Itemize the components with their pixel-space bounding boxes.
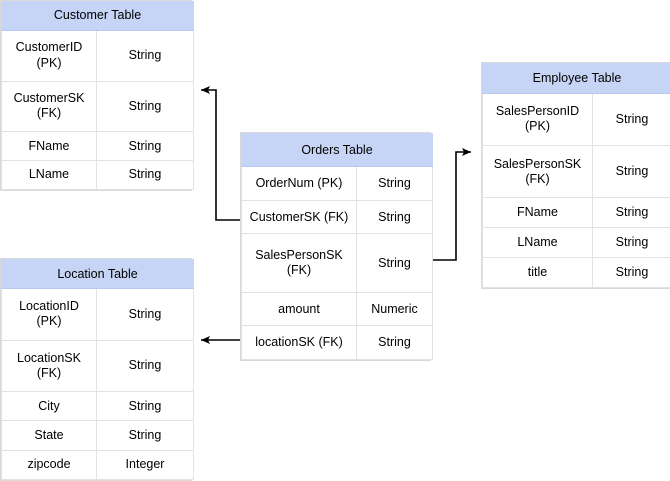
field-type: String	[357, 234, 433, 293]
table-row[interactable]: State String	[2, 421, 194, 450]
field-name: State	[2, 421, 97, 450]
entity-location-table[interactable]: Location Table LocationID (PK) String Lo…	[0, 258, 192, 481]
field-type: String	[97, 289, 194, 340]
table-row[interactable]: LocationSK (FK) String	[2, 340, 194, 391]
field-type: String	[593, 198, 670, 228]
table-row[interactable]: CustomerSK (FK) String	[242, 200, 433, 233]
field-name: City	[2, 392, 97, 421]
field-name: LocationID (PK)	[2, 289, 97, 340]
table-title-row: Customer Table	[2, 2, 194, 31]
field-name: title	[483, 258, 593, 288]
location-table-title: Location Table	[2, 260, 194, 289]
field-type: String	[97, 132, 194, 161]
table-row[interactable]: SalesPersonID (PK) String	[483, 93, 670, 145]
table-row[interactable]: CustomerID (PK) String	[2, 30, 194, 81]
customer-table-title: Customer Table	[2, 2, 194, 31]
employee-table-title: Employee Table	[483, 64, 670, 94]
table-row[interactable]: City String	[2, 392, 194, 421]
field-type: String	[593, 146, 670, 198]
field-type: String	[357, 167, 433, 200]
table-title-row: Orders Table	[242, 134, 433, 167]
table-row[interactable]: SalesPersonSK (FK) String	[483, 146, 670, 198]
field-type: String	[357, 200, 433, 233]
field-type: String	[97, 392, 194, 421]
table-row[interactable]: amount Numeric	[242, 293, 433, 326]
field-type: String	[97, 340, 194, 391]
field-name: OrderNum (PK)	[242, 167, 357, 200]
table-row[interactable]: LocationID (PK) String	[2, 289, 194, 340]
table-row[interactable]: OrderNum (PK) String	[242, 167, 433, 200]
table-row[interactable]: LName String	[2, 161, 194, 190]
field-name: FName	[483, 198, 593, 228]
field-type: String	[593, 93, 670, 145]
entity-orders-table[interactable]: Orders Table OrderNum (PK) String Custom…	[240, 132, 431, 361]
field-name: zipcode	[2, 450, 97, 479]
field-name: CustomerID (PK)	[2, 30, 97, 81]
field-name: locationSK (FK)	[242, 326, 357, 360]
field-type: Integer	[97, 450, 194, 479]
table-row[interactable]: FName String	[2, 132, 194, 161]
field-name: LocationSK (FK)	[2, 340, 97, 391]
entity-employee-table[interactable]: Employee Table SalesPersonID (PK) String…	[481, 62, 670, 289]
connector-orders-customer[interactable]	[201, 90, 240, 220]
field-type: String	[593, 228, 670, 258]
field-type: String	[593, 258, 670, 288]
field-type: String	[97, 81, 194, 132]
field-type: String	[97, 161, 194, 190]
table-row[interactable]: title String	[483, 258, 670, 288]
field-type: Numeric	[357, 293, 433, 326]
field-name: LName	[2, 161, 97, 190]
field-name: CustomerSK (FK)	[2, 81, 97, 132]
entity-customer-table[interactable]: Customer Table CustomerID (PK) String Cu…	[0, 0, 192, 191]
field-name: FName	[2, 132, 97, 161]
field-name: SalesPersonSK (FK)	[242, 234, 357, 293]
table-title-row: Location Table	[2, 260, 194, 289]
field-type: String	[97, 30, 194, 81]
table-row[interactable]: CustomerSK (FK) String	[2, 81, 194, 132]
field-type: String	[357, 326, 433, 360]
field-name: SalesPersonSK (FK)	[483, 146, 593, 198]
table-title-row: Employee Table	[483, 64, 670, 94]
table-row[interactable]: SalesPersonSK (FK) String	[242, 234, 433, 293]
table-row[interactable]: locationSK (FK) String	[242, 326, 433, 360]
table-row[interactable]: zipcode Integer	[2, 450, 194, 479]
field-type: String	[97, 421, 194, 450]
table-row[interactable]: LName String	[483, 228, 670, 258]
field-name: amount	[242, 293, 357, 326]
field-name: SalesPersonID (PK)	[483, 93, 593, 145]
table-row[interactable]: FName String	[483, 198, 670, 228]
field-name: CustomerSK (FK)	[242, 200, 357, 233]
orders-table-title: Orders Table	[242, 134, 433, 167]
field-name: LName	[483, 228, 593, 258]
connector-orders-employee[interactable]	[431, 152, 471, 260]
